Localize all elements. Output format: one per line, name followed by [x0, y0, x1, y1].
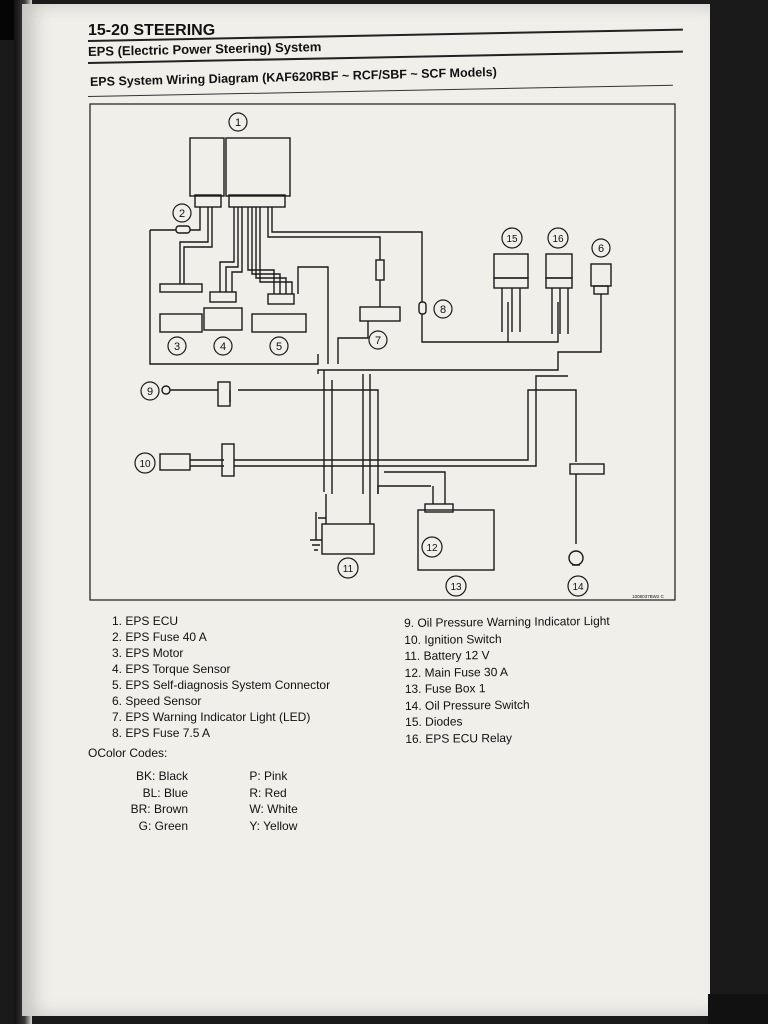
legend-item: 8. EPS Fuse 7.5 A [112, 726, 211, 740]
legend-item: 2. EPS Fuse 40 A [112, 630, 207, 644]
callout-13 [445, 575, 467, 597]
section-title: 15-20 STEERING [88, 22, 216, 39]
color-code: BL: Blue [142, 785, 188, 800]
callout-6 [591, 238, 611, 258]
callout-11 [337, 557, 359, 579]
color-code: G: Green [138, 818, 188, 833]
callout-8 [433, 299, 453, 319]
eps-warning-led [359, 306, 401, 322]
fuse-box-1 [417, 509, 495, 571]
ecu-right-block [225, 137, 291, 197]
color-code: R: Red [249, 785, 287, 800]
color-codes-title: OColor Codes: [88, 746, 168, 760]
connector-10 [221, 443, 235, 477]
manual-page [22, 4, 710, 1016]
callout-label-7: 7 [375, 335, 381, 347]
oil-pressure-indicator-light [161, 385, 171, 395]
callout-label-10: 10 [139, 459, 151, 470]
legend-left-column: 1. EPS ECU 2. EPS Fuse 40 A 3. EPS Motor… [112, 613, 330, 741]
color-code: W: White [249, 802, 298, 816]
color-code: BR: Brown [130, 802, 188, 816]
legend-item: 3. EPS Motor [112, 646, 184, 660]
legend-item: 1. EPS ECU [112, 614, 179, 628]
wire-main-loop [149, 230, 319, 365]
callout-1 [228, 112, 248, 132]
ignition-switch [159, 453, 191, 471]
legend-right-column: 9. Oil Pressure Warning Indicator Light … [404, 613, 611, 747]
callout-label-1: 1 [235, 117, 241, 129]
ecu-left-block [189, 137, 225, 197]
speed-sensor [590, 263, 612, 287]
callout-label-6: 6 [598, 243, 604, 255]
callout-16 [547, 227, 569, 249]
callout-7 [368, 330, 388, 350]
callout-label-9: 9 [147, 386, 153, 398]
callout-label-5: 5 [276, 341, 282, 353]
callout-label-16: 16 [552, 234, 564, 245]
eps-self-diagnosis-connector [251, 313, 307, 333]
legend-item: 16. EPS ECU Relay [405, 730, 513, 746]
color-code: BK: Black [135, 769, 188, 783]
color-codes-right-column: P: Pink R: Red W: White Y: Yellow [249, 768, 297, 834]
callout-4 [213, 336, 233, 356]
eps-motor [159, 313, 203, 333]
wiring-diagram-svg: 1 2 3 4 5 6 7 8 9 10 11 12 13 14 15 16 1… [89, 103, 676, 601]
connector-9 [217, 381, 231, 407]
color-codes-table: BK: Black BL: Blue BR: Brown G: Green P:… [118, 768, 298, 834]
eps-torque-sensor [203, 307, 243, 331]
wire-fuse2 [150, 207, 201, 231]
page-corner-shadow-bottom [708, 994, 768, 1024]
callout-10 [134, 452, 156, 474]
callout-label-11: 11 [343, 564, 354, 575]
color-codes-left-column: BK: Black BL: Blue BR: Brown G: Green [118, 768, 246, 834]
ecu-connector-a [194, 194, 222, 208]
callout-label-12: 12 [426, 543, 438, 554]
eps-fuse-7-5a [418, 301, 427, 315]
callout-label-3: 3 [174, 341, 180, 353]
callout-label-4: 4 [220, 341, 226, 353]
callout-label-8: 8 [440, 304, 446, 316]
ecu-connector-b [228, 194, 286, 208]
callout-label-13: 13 [450, 582, 462, 593]
color-code: Y: Yellow [249, 818, 298, 833]
ground-symbol [310, 512, 326, 551]
callout-5 [269, 336, 289, 356]
diodes-block [493, 253, 529, 279]
callout-9 [140, 381, 160, 401]
callout-2 [172, 203, 192, 223]
legend-item: 7. EPS Warning Indicator Light (LED) [112, 710, 311, 724]
battery-12v [321, 523, 375, 555]
callout-label-14: 14 [572, 582, 584, 593]
legend-item: 9. Oil Pressure Warning Indicator Light [404, 613, 610, 630]
callout-3 [167, 336, 187, 356]
callout-14 [567, 575, 589, 597]
legend-item: 4. EPS Torque Sensor [112, 662, 231, 676]
legend-item: 5. EPS Self-diagnosis System Connector [112, 678, 331, 692]
callout-15 [501, 227, 523, 249]
eps-fuse-40a [175, 225, 191, 234]
color-code: P: Pink [249, 769, 288, 783]
diagram-frame [89, 103, 676, 601]
wiring-diagram: 1 2 3 4 5 6 7 8 9 10 11 12 13 14 15 16 1… [88, 102, 678, 602]
legend-item: 6. Speed Sensor [112, 694, 202, 708]
oil-pressure-switch [568, 550, 584, 566]
callout-12 [421, 536, 443, 558]
callout-label-2: 2 [179, 208, 185, 220]
diagram-part-code: 1008037BW2 C [632, 594, 665, 599]
eps-ecu-relay [545, 253, 573, 279]
callout-label-15: 15 [506, 234, 518, 245]
